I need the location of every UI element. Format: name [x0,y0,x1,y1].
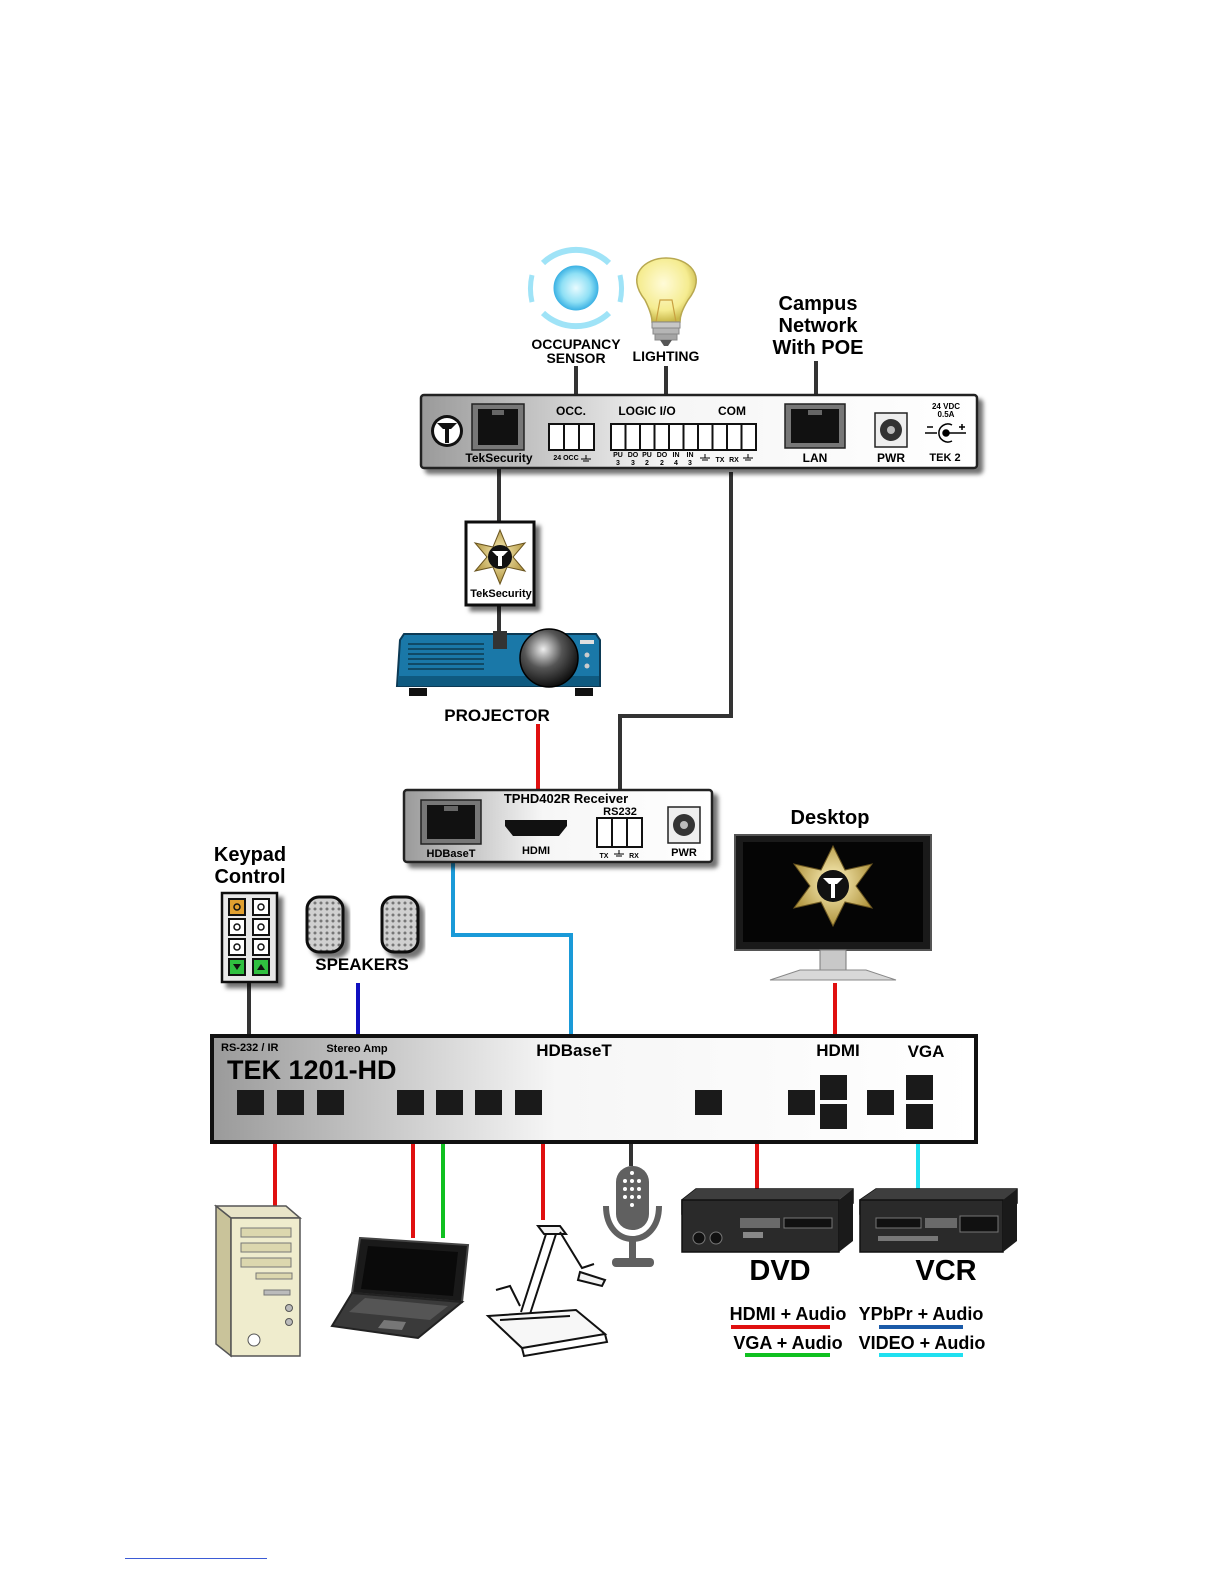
legend-swatch-vga [745,1353,830,1357]
microphone-icon [603,1166,662,1267]
legend-label-vga: VGA + Audio [733,1333,842,1353]
ground-icon [614,850,624,857]
legend-swatch-video [879,1353,963,1357]
teksecurity-module: TekSecurity [464,520,536,607]
tek1201hd-switcher: RS-232 / IR Stereo Amp TEK 1201-HD HDBas… [210,1034,978,1144]
receiver-rs232-label: RS232 [603,806,637,818]
lightbulb-icon [636,257,697,346]
switcher-rs232-label: RS-232 / IR [221,1042,279,1054]
switcher-model: TEK 1201-HD [227,1055,397,1085]
logic-pin-bottom-4: 2 [660,460,664,467]
lighting-label: LIGHTING [633,348,700,364]
receiver-hdmi-label: HDMI [522,845,550,857]
desktop-monitor-icon [734,834,932,981]
projector-icon [395,628,601,696]
rs232-control-cable [618,472,733,792]
footnote-rule [125,1558,267,1559]
network-label-2: Network [779,315,859,337]
document-camera-icon [485,1225,609,1358]
legend-swatch-hdmi [731,1325,830,1329]
desktop-label: Desktop [791,807,870,829]
teksecurity-module-label: TekSecurity [470,588,532,600]
switcher-stereo-label: Stereo Amp [326,1043,388,1055]
tek2-model-label: TEK 2 [929,452,960,464]
logic-pin-bottom-2: 3 [631,460,635,467]
legend-label-ypbpr: YPbPr + Audio [859,1304,984,1324]
logic-pin-bottom-1: 3 [616,460,620,467]
vcr-icon [859,1188,1018,1253]
occ-label: OCC. [556,404,586,418]
network-label-3: With POE [773,337,864,359]
lan-label: LAN [803,451,828,465]
teksecurity-port [471,403,525,451]
switcher-hdmi-label: HDMI [816,1041,859,1060]
receiver-power-jack [667,806,701,844]
lan-port [784,403,846,449]
laptop-icon [330,1236,470,1340]
switcher-hdbaset-label: HDBaseT [536,1041,612,1060]
occ-pin-label: 24 OCC [553,455,578,462]
occupancy-sensor-label-1: OCCUPANCY [531,336,621,352]
logic-pin-top-3: PU [642,452,652,459]
speaker-icon [380,895,420,954]
occ-terminal [548,423,595,451]
receiver-rs232-terminal [596,817,643,848]
vcr-label: VCR [915,1255,976,1287]
receiver-title: TPHD402R Receiver [504,791,628,806]
receiver-hdmi-port [505,820,567,836]
com-pin-rx: RX [729,457,739,464]
keypad-icon [220,891,279,984]
occupancy-sensor-label-2: SENSOR [546,350,605,366]
logic-com-terminal [610,423,757,451]
cable-legend: HDMI + Audio YPbPr + Audio VGA + Audio V… [730,1304,986,1357]
legend-swatch-ypbpr [879,1325,963,1329]
hdbaset-cable [451,862,573,1036]
logic-pin-top-6: IN [687,452,694,459]
tekpatrol-badge-icon [473,528,527,586]
receiver-hdbaset-port [420,799,482,845]
tek2-controller: TekSecurity OCC. 24 OCC LOGIC I/O COM [419,393,979,470]
power-jack [874,412,908,448]
logic-io-label: LOGIC I/O [618,404,675,418]
teksecurity-port-label: TekSecurity [465,451,532,465]
receiver-hdbaset-label: HDBaseT [427,848,476,860]
receiver-pwr-label: PWR [671,847,697,859]
logic-pin-top-5: IN [673,452,680,459]
pc-tower-icon [213,1204,303,1358]
projector-label: PROJECTOR [444,706,550,725]
legend-label-hdmi: HDMI + Audio [730,1304,847,1324]
com-label: COM [718,404,746,418]
power-rating-2: 0.5A [938,410,955,419]
tekpatrol-logo-icon [431,415,463,447]
occupancy-sensor-icon [528,246,624,330]
receiver-rs232-rx: RX [629,853,639,860]
polarity-icon [925,423,966,443]
logic-pin-bottom-5: 4 [674,460,678,467]
tphd402r-receiver: TPHD402R Receiver HDBaseT HDMI RS232 TX … [402,788,714,864]
cables [247,361,920,1238]
switcher-vga-label: VGA [908,1042,945,1061]
receiver-rs232-tx: TX [600,853,609,860]
keypad-label-2: Control [214,866,285,888]
dvd-label: DVD [749,1255,810,1287]
power-rating-1: 24 VDC [932,402,960,411]
ground-icon [581,455,591,462]
speaker-icon [305,895,345,954]
pwr-label: PWR [877,451,905,465]
ground-icon [700,454,753,461]
logic-pin-top-4: DO [657,452,668,459]
network-label-1: Campus [779,293,858,315]
speakers-label: SPEAKERS [315,955,409,974]
logic-pin-top-1: PU [613,452,623,459]
keypad-label-1: Keypad [214,844,286,866]
dvd-player-icon [681,1188,854,1253]
logic-pin-bottom-6: 3 [688,460,692,467]
legend-label-video: VIDEO + Audio [859,1333,986,1353]
com-pin-tx: TX [716,457,725,464]
logic-pin-bottom-3: 2 [645,460,649,467]
switcher-ports [237,1075,933,1129]
logic-pin-labels: PU DO PU DO IN IN 3 3 2 2 4 3 TX RX [613,452,739,467]
logic-pin-top-2: DO [628,452,639,459]
